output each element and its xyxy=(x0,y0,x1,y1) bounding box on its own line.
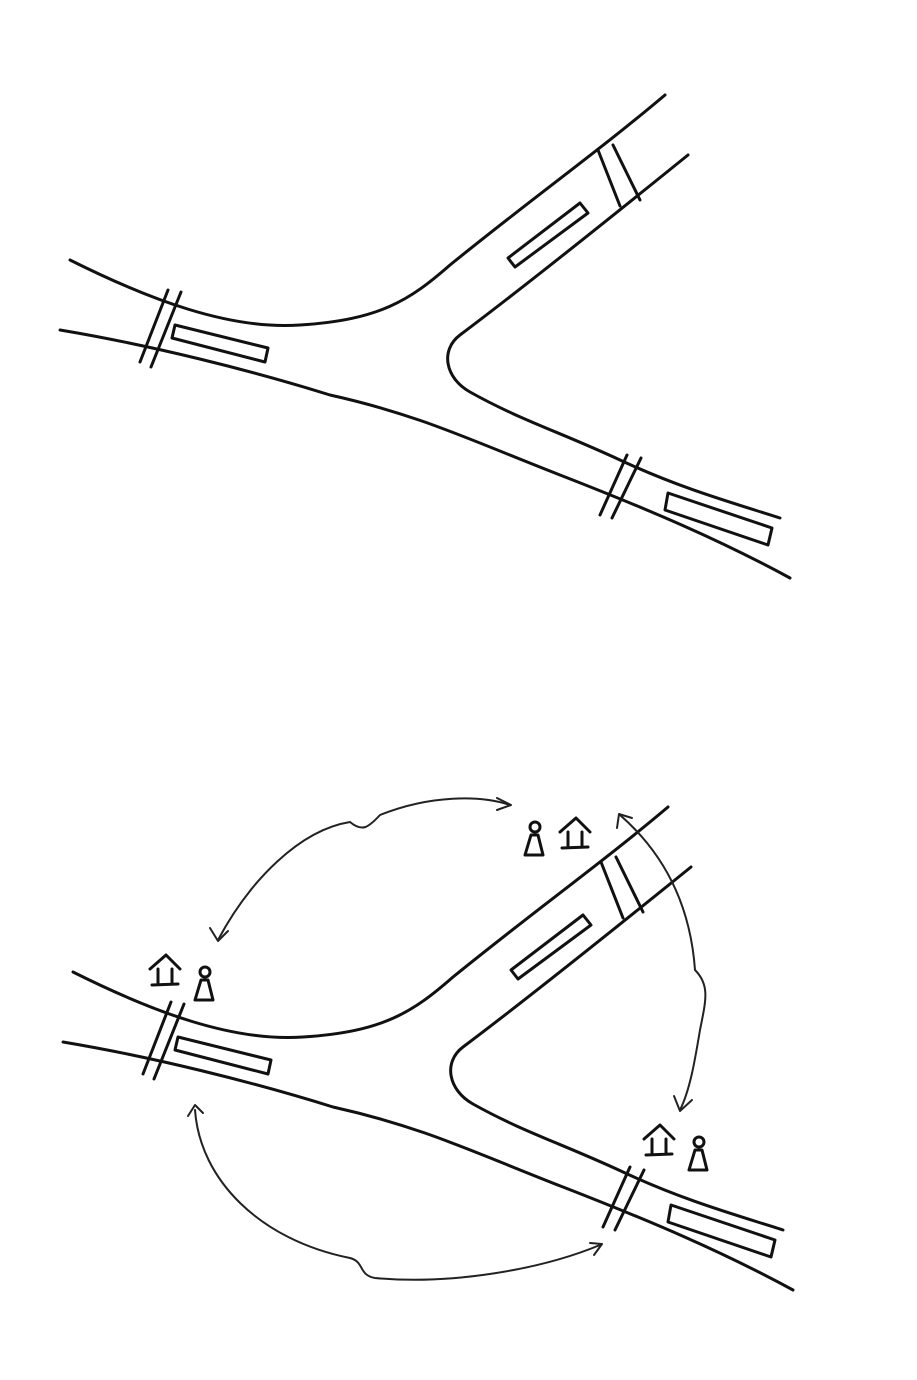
road-fork xyxy=(58,93,792,580)
arrow-top-left xyxy=(209,797,512,942)
person-icon xyxy=(687,1135,709,1172)
house-icon xyxy=(148,953,182,987)
road-fork xyxy=(61,805,795,1292)
arrow-right xyxy=(616,813,707,1112)
house-icon xyxy=(558,816,592,850)
house-icon xyxy=(642,1123,676,1157)
person-icon xyxy=(523,820,545,857)
arrow-bottom xyxy=(187,1104,603,1281)
road-fork-plain xyxy=(58,93,792,580)
person-icon xyxy=(193,965,215,1002)
road-fork-connected xyxy=(61,797,795,1292)
